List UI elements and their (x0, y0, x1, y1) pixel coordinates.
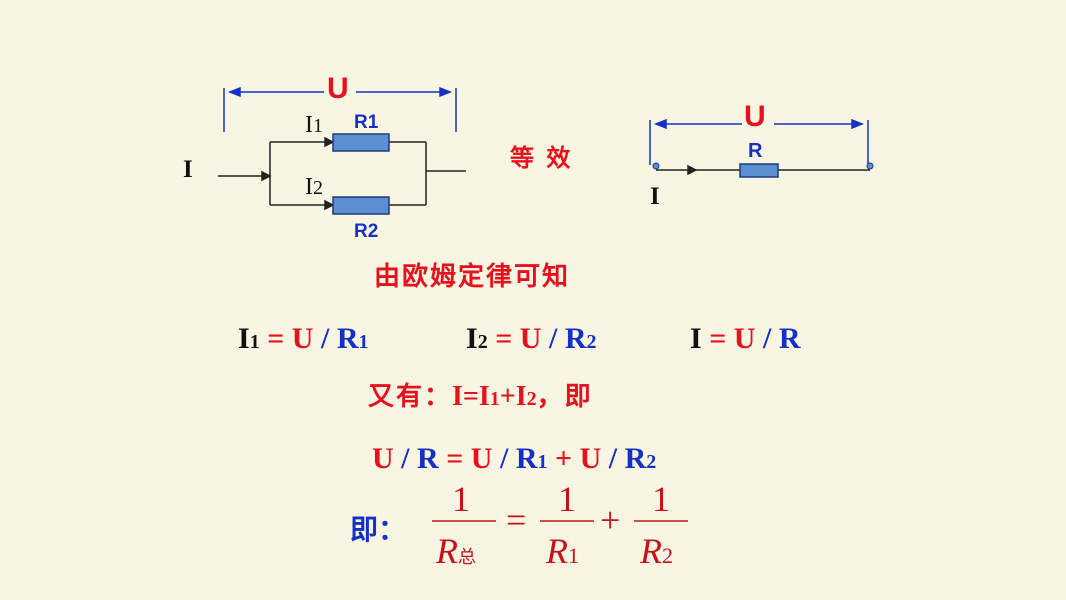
resistor-r1 (332, 133, 390, 152)
branch1-current-label: I1 (305, 112, 323, 138)
formula-equals: = (506, 500, 527, 540)
resistor-r2 (332, 196, 390, 215)
also-line: 又有：I=I1+I2，即 (368, 381, 593, 412)
equation-i1: I1 = U / R1 (238, 322, 369, 355)
equivalent-resistor-label: R (748, 140, 763, 162)
equation-i2: I2 = U / R2 (466, 322, 597, 355)
resistor2-label: R2 (354, 221, 379, 242)
frac2-numerator: 1 (558, 479, 576, 519)
total-current-label: I (183, 156, 193, 183)
formula-plus: + (600, 500, 621, 540)
frac3-denominator: R2 (640, 531, 673, 571)
parallel-voltage-label: U (327, 72, 349, 105)
sum-equation: U / R = U / R1 + U / R2 (372, 442, 657, 475)
equivalent-voltage-bracket (649, 118, 869, 165)
parallel-voltage-bracket (223, 86, 457, 132)
terminal-right (866, 162, 874, 170)
frac3-numerator: 1 (652, 479, 670, 519)
equivalent-current-label: I (650, 183, 660, 210)
final-label: 即： (350, 513, 407, 546)
equivalent-voltage-label: U (744, 100, 766, 133)
ohm-law-text: 由欧姆定律可知 (374, 262, 571, 292)
terminal-left (652, 162, 660, 170)
equivalent-text: 等 效 (510, 143, 573, 172)
parallel-circuit-wires (218, 136, 466, 211)
branch2-current-label: I2 (305, 174, 323, 200)
equation-i: I = U / R (690, 322, 801, 355)
frac1-denominator: R总 (436, 531, 476, 571)
resistor-r (739, 163, 779, 178)
frac2-denominator: R1 (546, 531, 579, 571)
equivalent-circuit-wires (656, 164, 870, 176)
resistor1-label: R1 (354, 112, 379, 133)
frac1-numerator: 1 (452, 479, 470, 519)
